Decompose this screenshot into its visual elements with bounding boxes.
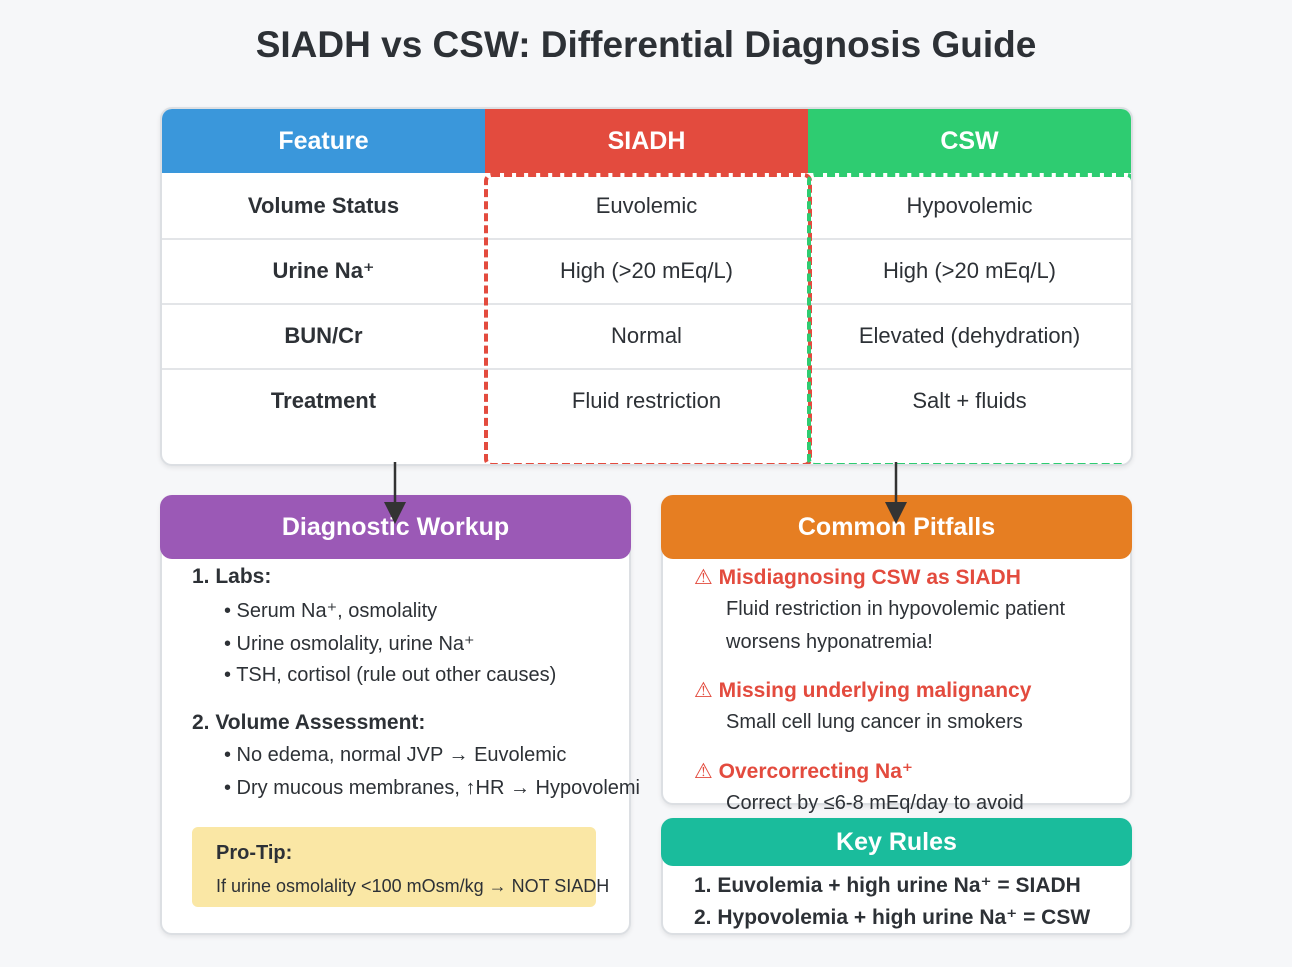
csw-cell: High (>20 mEq/L)	[882, 257, 1057, 283]
csw-cell: Elevated (dehydration)	[858, 322, 1081, 348]
pitfall-heading: ⚠ Missing underlying malignancy	[694, 679, 1032, 702]
pitfall-text: Fluid restriction in hypovolemic patient	[726, 598, 1066, 620]
pitfall-text: Small cell lung cancer in smokers	[726, 711, 1023, 733]
rule-item: 2. Hypovolemia + high urine Na⁺ = CSW	[694, 906, 1091, 929]
siadh-cell: Normal	[611, 322, 682, 348]
csw-cell: Hypovolemic	[906, 192, 1033, 218]
pro-tip-label: Pro-Tip:	[216, 842, 293, 864]
key-rules-panel: Key Rules	[661, 818, 1132, 935]
common-pitfalls-panel: Common Pitfalls	[661, 495, 1132, 805]
feature-cell: Treatment	[270, 387, 377, 413]
siadh-cell: Euvolemic	[595, 192, 698, 218]
labs-heading: 1. Labs:	[192, 565, 272, 588]
list-item: • Serum Na⁺, osmolality	[224, 600, 438, 622]
siadh-cell: High (>20 mEq/L)	[559, 257, 734, 283]
page-title: SIADH vs CSW: Differential Diagnosis Gui…	[255, 24, 1037, 65]
list-item-clip: • Dry mucous membranes, ↑HR → Hypovolemi	[224, 775, 660, 805]
feature-cell: Urine Na⁺	[272, 257, 375, 283]
volume-heading: 2. Volume Assessment:	[192, 711, 426, 734]
arrow-to-workup	[384, 462, 406, 524]
comparison-table: Feature SIADH CSW Volume Status Euvolemi…	[160, 107, 1133, 466]
pro-tip-text: If urine osmolality <100 mOsm/kg → NOT S…	[216, 876, 610, 896]
pitfall-text: Correct by ≤6-8 mEq/day to avoid	[726, 792, 1024, 814]
list-item: • Urine osmolality, urine Na⁺	[224, 633, 475, 655]
feature-cell: Volume Status	[247, 192, 400, 218]
pitfall-heading: ⚠ Misdiagnosing CSW as SIADH	[694, 566, 1021, 589]
siadh-cell: Fluid restriction	[571, 387, 722, 413]
table-row: BUN/Cr Normal Elevated (dehydration)	[162, 303, 1131, 370]
list-item: • Dry mucous membranes, ↑HR → Hypovolemi	[224, 777, 640, 799]
pitfall-heading: ⚠ Overcorrecting Na⁺	[694, 760, 913, 783]
list-item: • TSH, cortisol (rule out other causes)	[224, 664, 557, 686]
list-item: • No edema, normal JVP → Euvolemic	[224, 744, 567, 766]
pitfall-text: worsens hyponatremia!	[726, 631, 933, 653]
header-csw: CSW	[808, 109, 1131, 173]
header-siadh: SIADH	[485, 109, 808, 173]
feature-cell: BUN/Cr	[284, 322, 363, 348]
key-rules-header: Key Rules	[661, 818, 1132, 866]
table-row: Volume Status Euvolemic Hypovolemic	[162, 173, 1131, 240]
pro-tip-box	[192, 827, 596, 907]
table-row: Urine Na⁺ High (>20 mEq/L) High (>20 mEq…	[162, 238, 1131, 305]
arrow-to-pitfalls	[885, 462, 907, 524]
table-row: Treatment Fluid restriction Salt + fluid…	[162, 368, 1131, 433]
rule-item: 1. Euvolemia + high urine Na⁺ = SIADH	[694, 874, 1081, 897]
header-feature: Feature	[162, 109, 485, 173]
csw-cell: Salt + fluids	[912, 387, 1027, 413]
